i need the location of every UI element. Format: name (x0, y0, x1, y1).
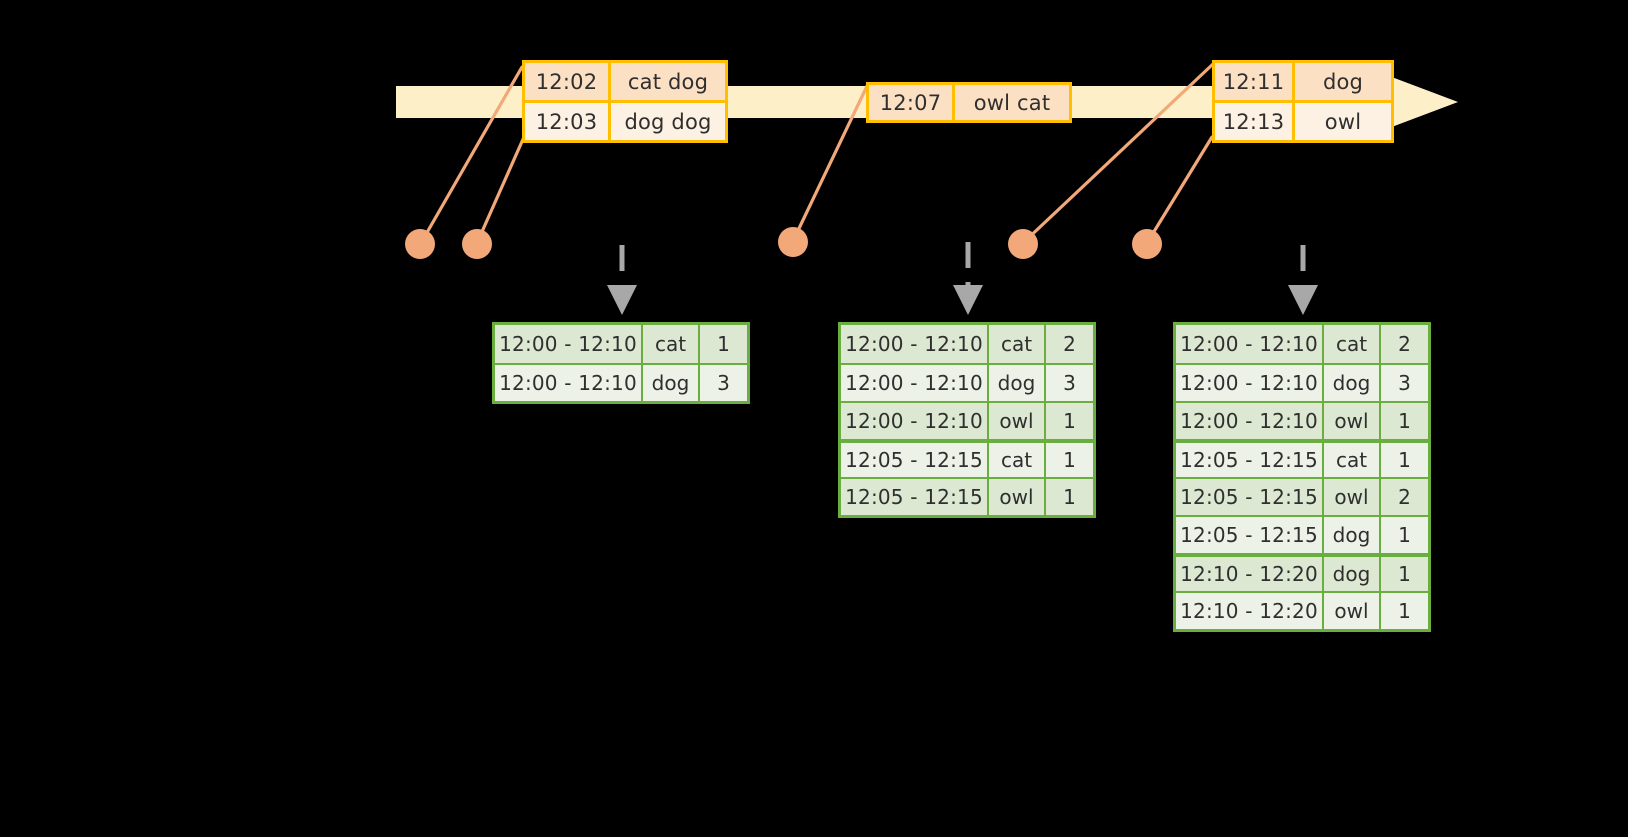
window-cell: 12:00 - 12:10 (1176, 365, 1324, 401)
window-cell: 12:10 - 12:20 (1176, 593, 1324, 629)
key-cell: owl (1324, 479, 1381, 515)
connector-line-1 (419, 65, 524, 245)
event-group-3[interactable]: 12:11 dog 12:13 owl (1212, 60, 1394, 143)
key-cell: dog (643, 365, 700, 401)
emit-arrow-3 (1288, 245, 1318, 315)
key-cell: dog (989, 365, 1046, 401)
event-group-2[interactable]: 12:07 owl cat (866, 82, 1072, 123)
key-cell: owl (1324, 403, 1381, 439)
window-cell: 12:00 - 12:10 (495, 325, 643, 363)
count-cell: 3 (1063, 371, 1076, 395)
event-row[interactable]: 12:02 cat dog (525, 63, 725, 100)
key-cell: cat (989, 325, 1046, 363)
dot-1 (405, 229, 435, 259)
key-cell: cat (989, 443, 1046, 477)
event-time: 12:11 (1215, 63, 1295, 100)
count-cell: 3 (1398, 371, 1411, 395)
event-value: cat dog (627, 69, 709, 94)
count-cell: 1 (1398, 409, 1411, 433)
key-cell: owl (989, 403, 1046, 439)
count-cell: 2 (1398, 485, 1411, 509)
key-cell: cat (1324, 443, 1381, 477)
connector-line-5 (1145, 135, 1214, 245)
event-time: 12:13 (1215, 103, 1295, 140)
window-cell: 12:05 - 12:15 (841, 479, 989, 515)
dot-2 (462, 229, 492, 259)
dot-4 (1008, 229, 1038, 259)
connector-line-3 (791, 82, 870, 243)
window-cell: 12:00 - 12:10 (841, 365, 989, 401)
window-cell: 12:05 - 12:15 (841, 443, 989, 477)
event-time: 12:02 (525, 63, 611, 100)
key-cell: dog (1324, 365, 1381, 401)
event-time: 12:07 (869, 85, 955, 120)
emit-arrow-2 (953, 242, 983, 315)
key-cell: cat (1324, 325, 1381, 363)
count-cell: 2 (1398, 332, 1411, 356)
window-cell: 12:05 - 12:15 (1176, 479, 1324, 515)
window-cell: 12:00 - 12:10 (495, 365, 643, 401)
key-cell: owl (989, 479, 1046, 515)
connector-line-2 (475, 135, 526, 245)
window-cell: 12:00 - 12:10 (841, 403, 989, 439)
event-value: owl cat (973, 90, 1051, 115)
count-cell: 1 (1398, 562, 1411, 586)
count-cell: 1 (1063, 485, 1076, 509)
event-row[interactable]: 12:11 dog (1215, 63, 1391, 100)
key-cell: cat (643, 325, 700, 363)
event-dots (405, 227, 1162, 259)
window-cell: 12:00 - 12:10 (841, 325, 989, 363)
count-cell: 1 (1063, 409, 1076, 433)
key-cell: dog (1324, 517, 1381, 553)
key-cell: dog (1324, 557, 1381, 591)
emit-arrow-1 (607, 245, 637, 315)
emit-arrows (607, 242, 1318, 315)
event-value: dog dog (624, 109, 712, 134)
event-value: owl (1324, 109, 1362, 134)
event-row[interactable]: 12:13 owl (1215, 100, 1391, 140)
event-value: dog (1322, 69, 1364, 94)
dot-5 (1132, 229, 1162, 259)
count-cell: 1 (1063, 448, 1076, 472)
event-row[interactable]: 12:07 owl cat (869, 85, 1069, 120)
event-row[interactable]: 12:03 dog dog (525, 100, 725, 140)
event-time: 12:03 (525, 103, 611, 140)
count-cell: 1 (717, 332, 730, 356)
window-cell: 12:00 - 12:10 (1176, 325, 1324, 363)
window-cell: 12:05 - 12:15 (1176, 517, 1324, 553)
key-cell: owl (1324, 593, 1381, 629)
window-cell: 12:10 - 12:20 (1176, 557, 1324, 591)
count-cell: 3 (717, 371, 730, 395)
dot-3 (778, 227, 808, 257)
count-cell: 1 (1398, 448, 1411, 472)
count-cell: 1 (1398, 599, 1411, 623)
count-cell: 1 (1398, 523, 1411, 547)
event-group-1[interactable]: 12:02 cat dog 12:03 dog dog (522, 60, 728, 143)
count-cell: 2 (1063, 332, 1076, 356)
window-cell: 12:00 - 12:10 (1176, 403, 1324, 439)
window-cell: 12:05 - 12:15 (1176, 443, 1324, 477)
